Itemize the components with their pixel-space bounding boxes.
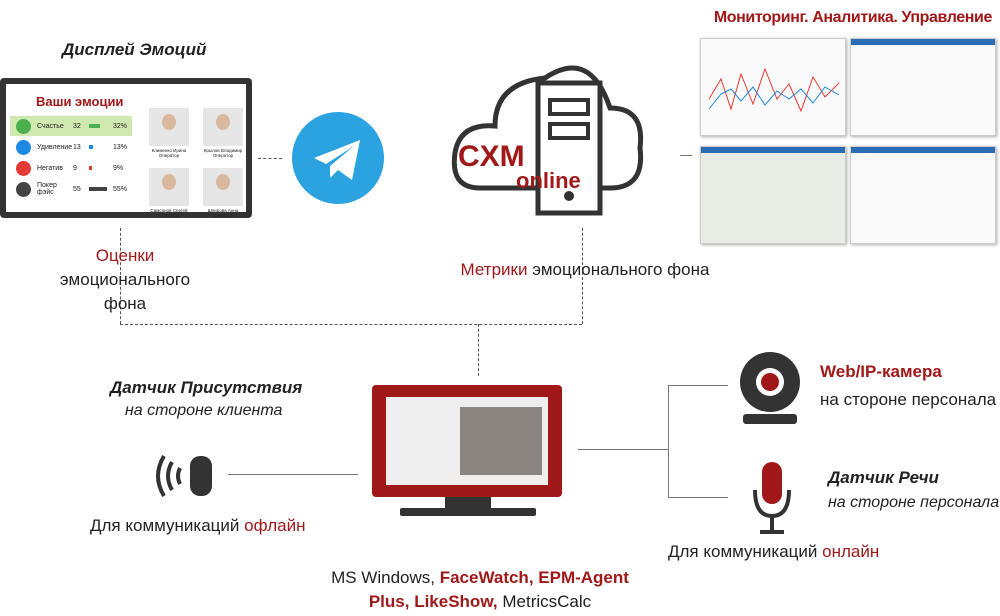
offline-label: Для коммуникаций офлайн [90, 516, 306, 535]
emotion-row: Счастье 32 32% [16, 116, 136, 136]
camera-title: Web/IP-камера [820, 362, 942, 381]
camera-subtitle: на стороне персонала [820, 390, 997, 409]
speech-title: Датчик Речи [828, 468, 939, 487]
emotion-row: Покер фэйс 55 55% [16, 179, 136, 199]
cxm-cloud [450, 38, 650, 223]
telegram-icon [292, 112, 384, 204]
speech-subtitle: на стороне персонала [828, 494, 1000, 511]
display-title: Дисплей Эмоций [62, 40, 207, 59]
emotion-label: Удивление [37, 143, 73, 151]
webcam-icon [735, 350, 805, 430]
display-heading: Ваши эмоции [36, 94, 124, 109]
emotion-face-icon [16, 118, 31, 134]
connector [668, 385, 669, 497]
emotion-row: Удивление 13 13% [16, 137, 136, 157]
cloud-logo-online: online [516, 168, 581, 193]
monitoring-title: Мониторинг. Аналитика. Управление [713, 9, 993, 26]
agent-computer [372, 385, 562, 497]
emotion-row: Негатив 9 9% [16, 158, 136, 178]
emotion-bar [89, 144, 94, 149]
staff-photo [149, 168, 189, 206]
emotion-percent: 9% [113, 164, 124, 172]
presence-sensor-icon [150, 448, 220, 509]
connector [120, 324, 582, 325]
emotion-bar [89, 186, 108, 191]
connector [578, 449, 668, 450]
emotion-count: 9 [73, 164, 77, 172]
emotion-bar [89, 165, 92, 170]
emotion-face-icon [16, 139, 31, 155]
staff-role: Оператор [212, 213, 234, 218]
presence-title: Датчик Присутствия [110, 378, 303, 397]
emotion-label: Негатив [37, 164, 63, 172]
staff-name: Шпирова Анна [207, 208, 239, 213]
staff-photo [203, 168, 243, 206]
emotion-face-icon [16, 181, 31, 197]
connector [228, 474, 358, 475]
emotion-count: 32 [73, 122, 81, 130]
dashboard-table-screenshot [850, 38, 996, 136]
dashboard-gauges-screenshot [850, 146, 996, 244]
emotion-label: Покер фэйс [37, 182, 57, 196]
emotion-percent: 55% [113, 185, 128, 193]
staff-photo [203, 108, 243, 146]
microphone-icon [750, 460, 794, 541]
metrics-label: Метрики эмоционального фона [460, 260, 710, 279]
connector [668, 385, 728, 386]
staff-name: Самсонов Сергей [150, 208, 188, 213]
staff-name: Клименко Ирина [151, 148, 187, 153]
staff-role: Оператор [212, 153, 234, 158]
emotion-percent: 32% [113, 122, 128, 130]
staff-role: Оператор [158, 213, 180, 218]
presence-subtitle: на стороне клиента [125, 402, 283, 419]
emotion-percent: 13% [113, 143, 128, 151]
connector [668, 497, 728, 498]
emotion-count: 13 [73, 143, 81, 151]
connector [478, 324, 479, 376]
staff-role: Оператор [158, 153, 180, 158]
connector [258, 158, 282, 159]
staff-name: Крылов Владимир [203, 148, 243, 153]
dashboard-map-screenshot [700, 146, 846, 244]
dashboard-chart-screenshot [700, 38, 846, 136]
connector [120, 228, 121, 324]
connector [680, 155, 692, 156]
emotion-face-icon [16, 160, 31, 176]
connector [582, 228, 583, 324]
online-label: Для коммуникаций онлайн [668, 542, 880, 561]
emotion-bar [89, 123, 100, 128]
emotion-display: Ваши эмоции Счастье 32 32% Удивление 13 … [0, 78, 252, 218]
emotion-label: Счастье [37, 122, 64, 130]
staff-photo [149, 108, 189, 146]
cloud-logo-cxm: CXM [458, 140, 525, 173]
emotion-count: 55 [73, 185, 81, 193]
